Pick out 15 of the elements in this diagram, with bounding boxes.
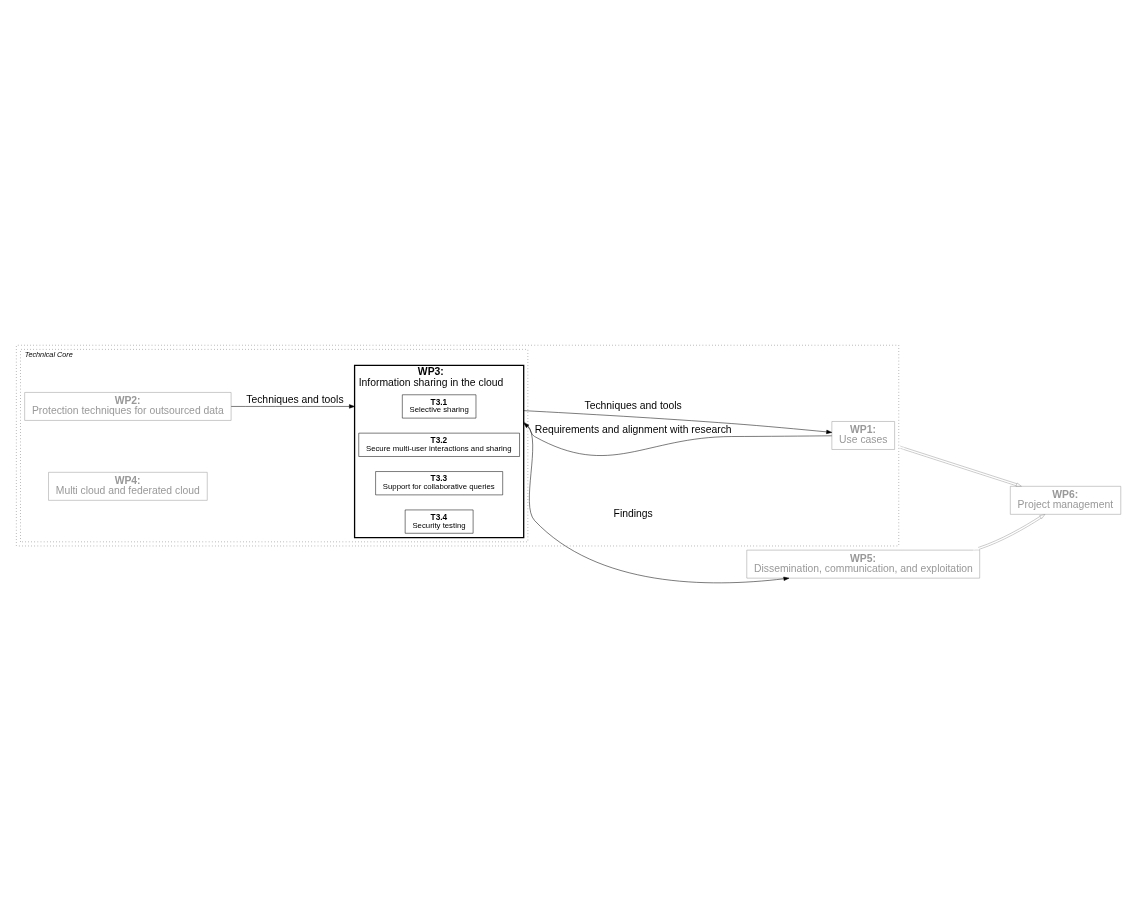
arrow — [523, 421, 790, 584]
node-box: WP4: Multi cloud and federated cloud — [48, 472, 208, 501]
node-box: WP1: Use cases — [831, 421, 895, 450]
node-box: WP2: Protection techniques for outsourced data — [24, 392, 232, 421]
cluster — [16, 344, 899, 547]
arrow — [523, 410, 833, 434]
arrow — [898, 445, 1022, 487]
edge-label: Techniques and tools — [584, 399, 682, 411]
arrow — [973, 514, 1046, 551]
edge-label: Techniques and tools — [246, 394, 344, 406]
arrow — [231, 404, 355, 409]
edge-label: Requirements and alignment with research — [534, 424, 732, 436]
edge-label: Findings — [613, 508, 653, 520]
arrow — [523, 422, 832, 456]
node-box: WP6: Project management — [1010, 486, 1122, 515]
